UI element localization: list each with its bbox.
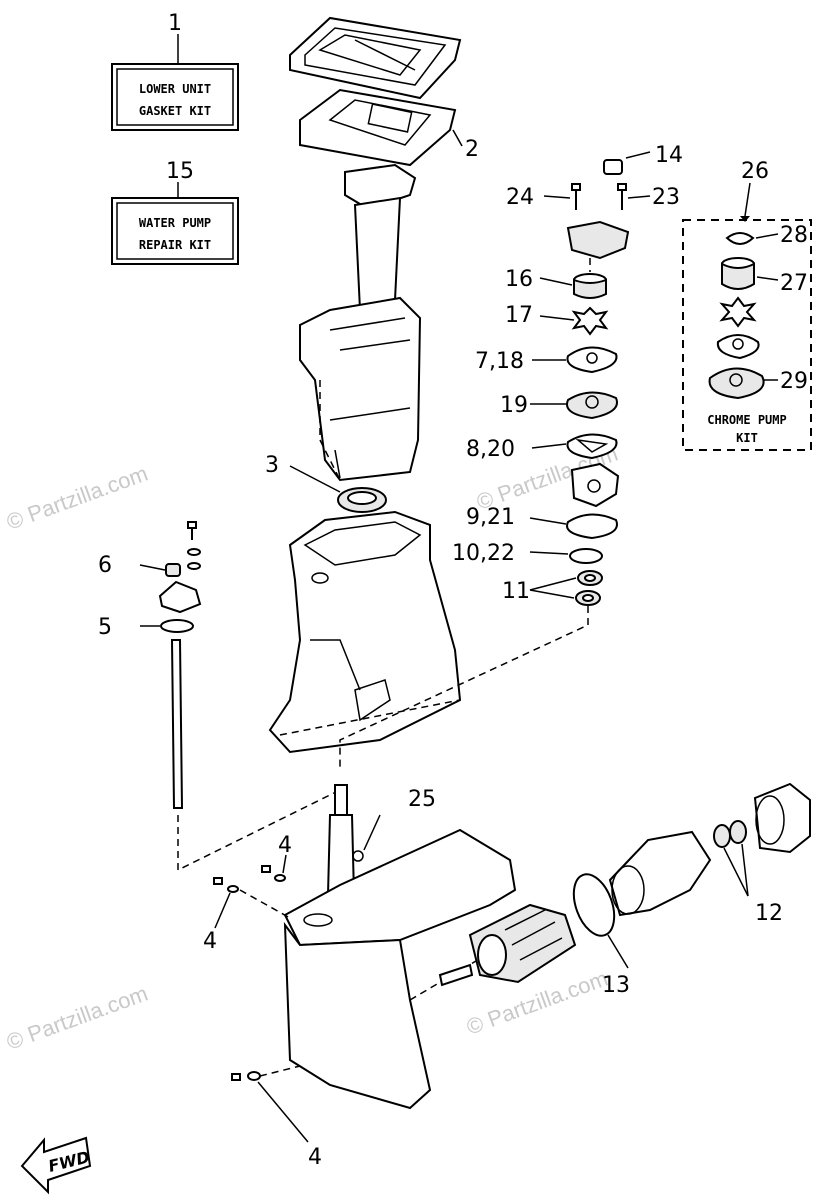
part-28-plate[interactable] xyxy=(725,232,755,245)
callout-25: 25 xyxy=(408,787,436,812)
callout-4c: 4 xyxy=(308,1145,322,1170)
water-pump-stack[interactable]: 14 24 23 16 17 7,18 19 8,20 xyxy=(339,143,683,770)
callout-15: 15 xyxy=(166,159,194,184)
chrome-pump-line1: CHROME PUMP xyxy=(707,413,786,427)
callout-6: 6 xyxy=(98,553,112,578)
part-3-seal[interactable]: 3 xyxy=(265,453,387,513)
callout-28: 28 xyxy=(780,223,808,248)
callout-16: 16 xyxy=(505,267,533,292)
callout-7-18: 7,18 xyxy=(475,349,524,374)
callout-9-21: 9,21 xyxy=(466,505,515,530)
callout-5: 5 xyxy=(98,615,112,640)
callout-11: 11 xyxy=(502,579,530,604)
water-pump-line2: REPAIR KIT xyxy=(139,238,211,252)
part-2-gasket[interactable]: 2 xyxy=(299,88,479,167)
callout-4b: 4 xyxy=(203,929,217,954)
lower-gearcase[interactable]: 25 4 4 4 xyxy=(203,784,521,1170)
water-pump-line1: WATER PUMP xyxy=(139,216,211,230)
watermark-left: © Partzilla.com xyxy=(3,461,151,535)
callout-17: 17 xyxy=(505,303,533,328)
watermark-bottom-left: © Partzilla.com xyxy=(3,981,151,1055)
callout-23: 23 xyxy=(652,185,680,210)
callout-10-22: 10,22 xyxy=(452,541,515,566)
callout-3: 3 xyxy=(265,453,279,478)
callout-13: 13 xyxy=(602,973,630,998)
lower-unit-line2: GASKET KIT xyxy=(139,104,211,118)
callout-26: 26 xyxy=(741,159,769,184)
part-27-cup[interactable] xyxy=(721,262,755,290)
gear-and-bearing-set[interactable]: 13 12 xyxy=(468,782,811,998)
chrome-gasket[interactable] xyxy=(716,334,760,360)
callout-27: 27 xyxy=(780,271,808,296)
callout-8-20: 8,20 xyxy=(466,437,515,462)
mid-casing[interactable] xyxy=(268,510,462,754)
shift-rod-assembly[interactable]: 6 5 xyxy=(98,521,341,872)
lower-unit-line1: LOWER UNIT xyxy=(139,82,211,96)
callout-12: 12 xyxy=(755,901,783,926)
upper-casing[interactable] xyxy=(299,163,422,482)
callout-29: 29 xyxy=(780,369,808,394)
part-29-plate[interactable] xyxy=(708,367,765,400)
chrome-pump-line2: KIT xyxy=(736,431,758,445)
lower-unit-gasket-kit-box[interactable]: 1 LOWER UNIT GASKET KIT xyxy=(111,11,239,131)
callout-24: 24 xyxy=(506,185,534,210)
callout-14: 14 xyxy=(655,143,683,168)
callout-4a: 4 xyxy=(278,833,292,858)
forward-direction-arrow: FWD xyxy=(20,1136,92,1195)
pump-housing[interactable] xyxy=(566,220,630,260)
water-pump-repair-kit-box[interactable]: 15 WATER PUMP REPAIR KIT xyxy=(111,159,239,265)
chrome-impeller[interactable] xyxy=(719,296,757,328)
callout-19: 19 xyxy=(500,393,528,418)
callout-1: 1 xyxy=(168,11,182,36)
top-cover-plate[interactable] xyxy=(289,16,462,100)
chrome-pump-kit-box[interactable]: 26 CHROME PUMP KIT 28 27 29 xyxy=(682,159,812,451)
callout-2: 2 xyxy=(465,137,479,162)
